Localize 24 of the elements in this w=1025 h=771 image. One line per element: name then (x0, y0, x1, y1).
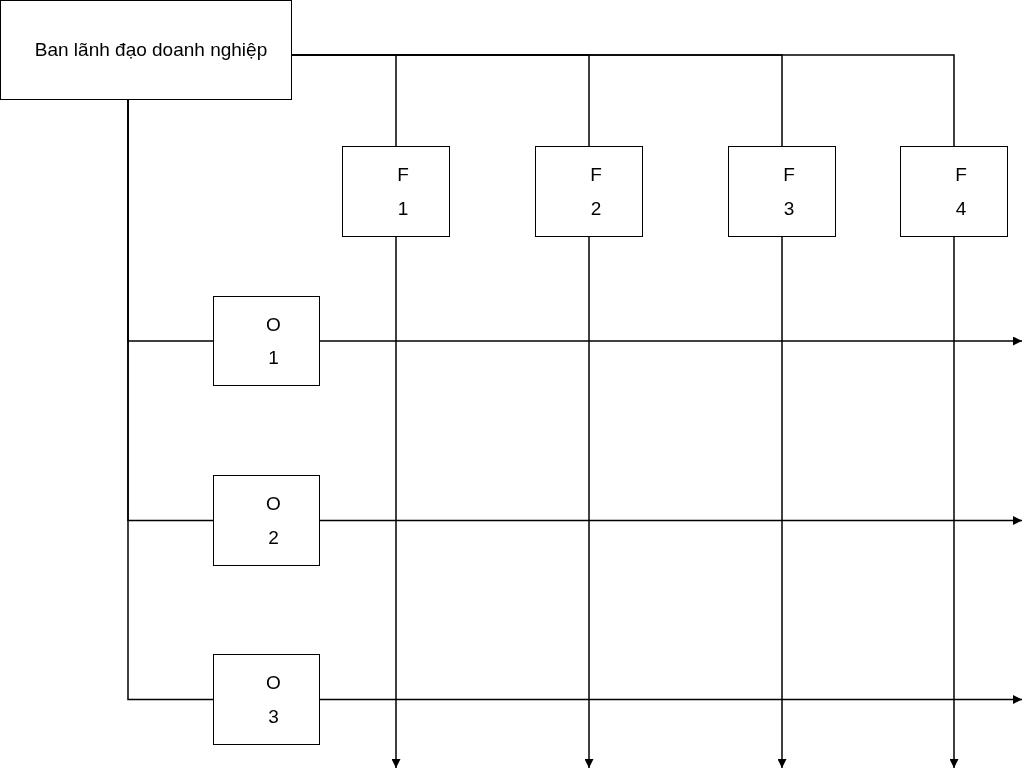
arrow (584, 236, 594, 769)
box-label: Ban lãnh đạo doanh nghiệp (34, 38, 268, 63)
arrow (319, 516, 1023, 525)
process-box (342, 146, 450, 237)
arrow (391, 236, 401, 769)
box-label: F 2 (589, 163, 603, 221)
connector-line (127, 99, 214, 701)
box-label: O 3 (265, 671, 282, 729)
box-label: F 3 (782, 163, 796, 221)
process-box (0, 0, 292, 100)
process-box (213, 296, 320, 386)
process-box (728, 146, 836, 237)
box-label: O 2 (265, 492, 282, 550)
process-box (213, 475, 320, 566)
box-label: F 4 (954, 163, 968, 221)
arrow (319, 336, 1023, 346)
box-label: F 1 (396, 163, 410, 221)
process-box (900, 146, 1008, 237)
process-box (535, 146, 643, 237)
box-label: O 1 (265, 312, 282, 370)
arrow (777, 236, 787, 769)
process-box (213, 654, 320, 745)
arrow (949, 236, 959, 769)
arrow (319, 695, 1023, 704)
